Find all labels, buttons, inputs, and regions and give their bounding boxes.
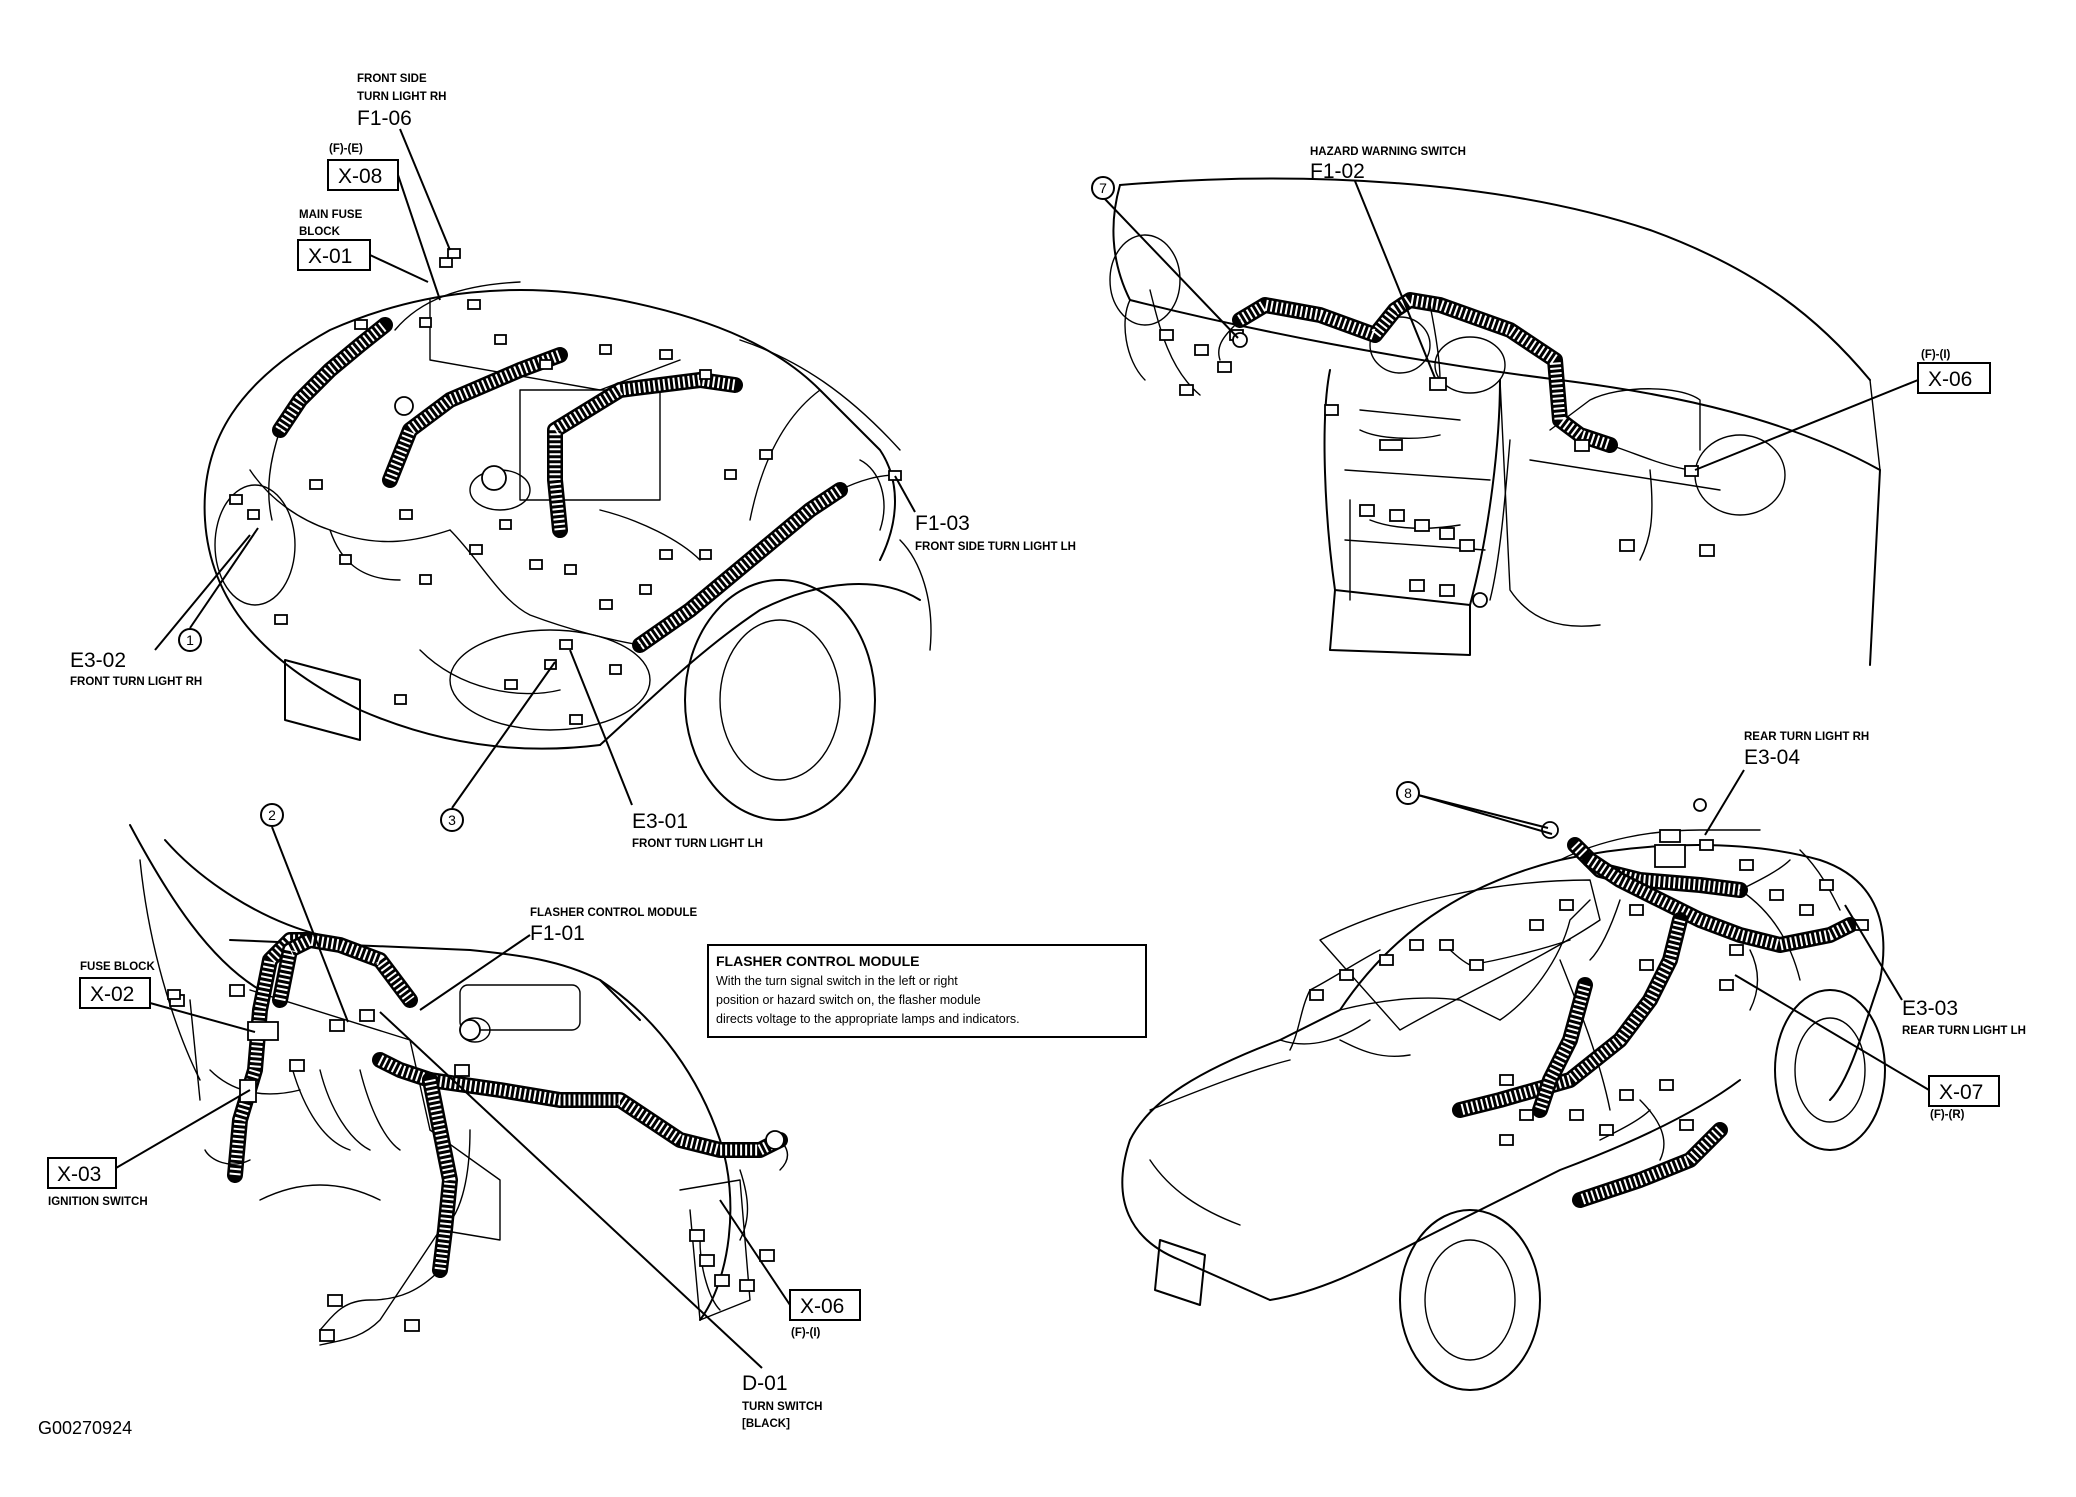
note-line-3: directs voltage to the appropriate lamps…	[716, 1012, 1020, 1026]
ground-point-7: 7	[1091, 176, 1239, 339]
front-engine-bay-view: FRONT SIDE TURN LIGHT RH F1-06 (F)-(E) X…	[70, 73, 1076, 850]
callout-f1-06: FRONT SIDE TURN LIGHT RH F1-06	[357, 73, 451, 251]
f1-01-code: F1-01	[530, 922, 585, 945]
f1-02-caption: HAZARD WARNING SWITCH	[1310, 146, 1466, 158]
callout-e3-01: E3-01 FRONT TURN LIGHT LH	[569, 649, 763, 850]
x-06-column-qualifier: (F)-(I)	[791, 1327, 821, 1339]
f1-02-code: F1-02	[1310, 160, 1365, 183]
callout-f1-02: HAZARD WARNING SWITCH F1-02	[1310, 146, 1466, 379]
callout-x-08: (F)-(E) X-08	[327, 143, 441, 301]
figure-id: G00270924	[38, 1418, 132, 1438]
x-08-code: X-08	[338, 165, 382, 188]
callout-x-03: X-03 IGNITION SWITCH	[47, 1089, 251, 1208]
d-01-caption: TURN SWITCH	[742, 1401, 823, 1413]
ground-point-8-label: 8	[1404, 785, 1412, 801]
e3-01-caption: FRONT TURN LIGHT LH	[632, 838, 763, 850]
ground-point-1-label: 1	[186, 632, 194, 648]
ground-point-8: 8	[1396, 781, 1553, 835]
x-06-column-code: X-06	[800, 1295, 844, 1318]
dashboard-view: HAZARD WARNING SWITCH F1-02 (F)-(I) X-06…	[1091, 146, 1991, 666]
e3-02-caption: FRONT TURN LIGHT RH	[70, 676, 202, 688]
x-01-caption: MAIN FUSE	[299, 209, 363, 221]
e3-03-code: E3-03	[1902, 997, 1958, 1020]
e3-04-caption: REAR TURN LIGHT RH	[1744, 731, 1869, 743]
callout-e3-03: E3-03 REAR TURN LIGHT LH	[1844, 904, 2026, 1037]
dashboard-wire-harness	[1218, 292, 1691, 601]
note-line-1: With the turn signal switch in the left …	[716, 974, 958, 988]
column-connectors	[167, 984, 785, 1342]
ground-point-1: 1	[178, 527, 259, 652]
f1-03-code: F1-03	[915, 512, 970, 535]
ground-point-3: 3	[440, 661, 556, 832]
x-06-dash-qualifier: (F)-(I)	[1921, 349, 1951, 361]
x-03-code: X-03	[57, 1163, 101, 1186]
flasher-note-box: FLASHER CONTROL MODULE With the turn sig…	[707, 944, 1147, 1038]
d-01-code: D-01	[742, 1372, 788, 1395]
f1-06-caption-2: TURN LIGHT RH	[357, 91, 446, 103]
front-wire-harness	[249, 317, 896, 695]
e3-01-code: E3-01	[632, 810, 688, 833]
f1-01-caption: FLASHER CONTROL MODULE	[530, 907, 698, 919]
x-06-dash-code: X-06	[1928, 368, 1972, 391]
d-01-caption-2: [BLACK]	[742, 1418, 790, 1430]
x-07-qualifier: (F)-(R)	[1930, 1109, 1965, 1121]
rear-car-body	[1121, 829, 1886, 1391]
callout-x-06-column: X-06 (F)-(I)	[719, 1199, 861, 1339]
callout-f1-01: FLASHER CONTROL MODULE F1-01	[419, 907, 698, 1011]
dashboard-connectors	[1159, 329, 1715, 608]
x-01-caption-2: BLOCK	[299, 226, 341, 238]
e3-03-caption: REAR TURN LIGHT LH	[1902, 1025, 2026, 1037]
callout-e3-04: REAR TURN LIGHT RH E3-04	[1704, 731, 1869, 836]
note-title: FLASHER CONTROL MODULE	[716, 953, 920, 969]
x-08-qualifier: (F)-(E)	[329, 143, 363, 155]
note-line-2: position or hazard switch on, the flashe…	[716, 993, 981, 1007]
callout-e3-02: E3-02 FRONT TURN LIGHT RH	[70, 534, 251, 688]
callout-f1-03: F1-03 FRONT SIDE TURN LIGHT LH	[894, 475, 1076, 553]
callout-x-07: X-07 (F)-(R)	[1734, 974, 2000, 1121]
x-02-code: X-02	[90, 983, 134, 1006]
rear-wire-harness	[1289, 837, 1858, 1208]
x-02-caption: FUSE BLOCK	[80, 961, 155, 973]
e3-04-code: E3-04	[1744, 746, 1800, 769]
callout-d-01: D-01 TURN SWITCH [BLACK]	[379, 1011, 823, 1430]
x-01-code: X-01	[308, 245, 352, 268]
ground-point-2-label: 2	[268, 807, 276, 823]
ground-point-7-label: 7	[1099, 180, 1107, 196]
x-07-code: X-07	[1939, 1081, 1983, 1104]
x-03-caption: IGNITION SWITCH	[48, 1196, 148, 1208]
front-car-body	[203, 281, 932, 821]
rear-car-view: REAR TURN LIGHT RH E3-04 E3-03 REAR TURN…	[1121, 731, 2026, 1391]
callout-x-02: FUSE BLOCK X-02	[79, 961, 256, 1033]
ground-point-2: 2	[260, 803, 349, 1023]
rear-connectors	[1309, 798, 1869, 1146]
front-connectors	[229, 248, 902, 725]
callout-x-01: MAIN FUSE BLOCK X-01	[297, 209, 429, 283]
f1-03-caption: FRONT SIDE TURN LIGHT LH	[915, 541, 1076, 553]
steering-column-view: FLASHER CONTROL MODULE F1-01 FUSE BLOCK …	[47, 803, 861, 1430]
e3-02-code: E3-02	[70, 649, 126, 672]
f1-06-code: F1-06	[357, 107, 412, 130]
dashboard-body	[1109, 177, 1881, 666]
column-wire-harness	[204, 932, 789, 1346]
ground-point-3-label: 3	[448, 812, 456, 828]
f1-06-caption: FRONT SIDE	[357, 73, 427, 85]
callout-x-06-dash: (F)-(I) X-06	[1694, 349, 1991, 471]
